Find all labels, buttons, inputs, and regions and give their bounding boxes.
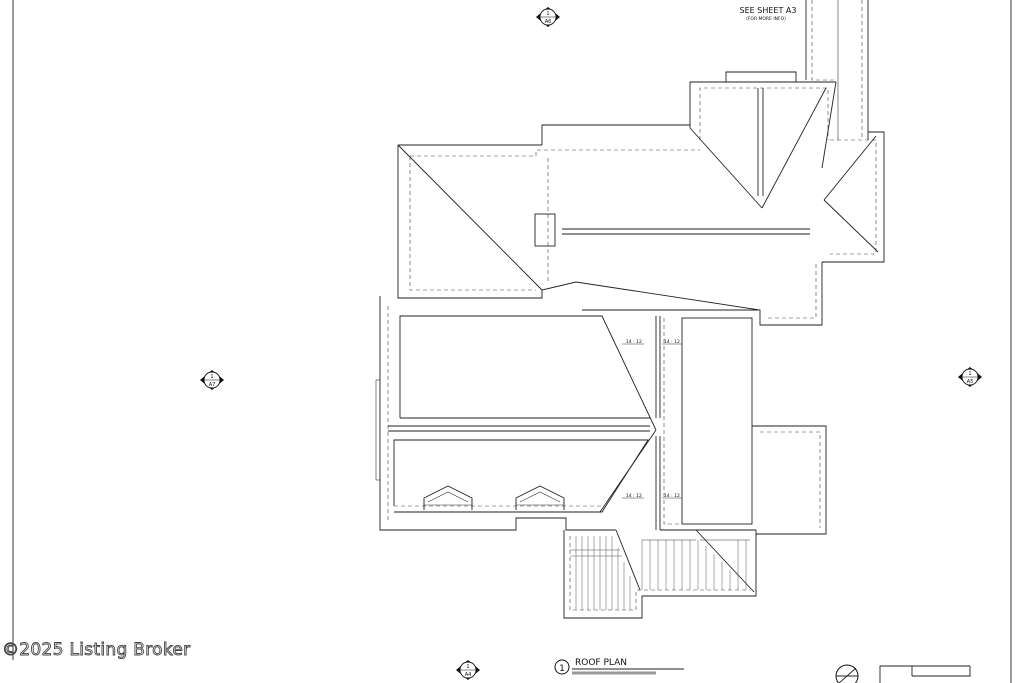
roof-main-upper — [397, 124, 823, 326]
pitch-label: 14 : 12 — [626, 339, 642, 345]
svg-text:A4: A4 — [465, 672, 472, 678]
chimney-box — [534, 213, 556, 247]
chimney-extension — [805, 0, 869, 140]
pitch-label: 14 : 12 — [664, 339, 680, 345]
roof-wing-right-lower — [752, 425, 827, 535]
svg-text:1: 1 — [210, 374, 213, 380]
pitch-indicators: 14 : 12 14 : 12 14 : 12 14 : 12 — [622, 339, 682, 499]
section-marker-right: 1 A5 — [958, 367, 982, 387]
roof-main-lower — [375, 296, 657, 531]
sheet-note-title: SEE SHEET A3 — [740, 6, 797, 15]
pitch-label: 14 : 12 — [626, 493, 642, 499]
roof-wing-right-hip — [822, 131, 885, 263]
svg-text:1: 1 — [968, 371, 971, 377]
section-marker-top: 1 A6 — [536, 7, 560, 27]
section-marker-bottom: 1 A4 — [456, 660, 480, 680]
svg-text:A7: A7 — [209, 382, 216, 388]
dormer-left — [423, 485, 473, 510]
watermark-text: ©2025 Listing Broker — [2, 640, 191, 661]
north-arrow-icon — [835, 664, 859, 683]
front-porch-steps — [563, 529, 757, 619]
roof-wing-top-right — [689, 71, 837, 209]
plan-title-number: 1 — [559, 664, 565, 674]
svg-text:A5: A5 — [967, 379, 974, 385]
roof-wing-center — [582, 309, 758, 531]
plan-title: 1 ROOF PLAN — [554, 658, 684, 675]
dormer-right — [515, 485, 565, 510]
svg-text:A6: A6 — [545, 19, 552, 25]
plan-title-label: ROOF PLAN — [575, 658, 627, 668]
sheet-note-subtitle: (FOR MORE INFO) — [746, 16, 786, 22]
svg-text:1: 1 — [466, 664, 469, 670]
section-marker-left: 1 A7 — [200, 370, 224, 390]
svg-text:1: 1 — [546, 11, 549, 17]
title-block-fragment — [879, 665, 971, 683]
pitch-label: 14 : 12 — [664, 493, 680, 499]
